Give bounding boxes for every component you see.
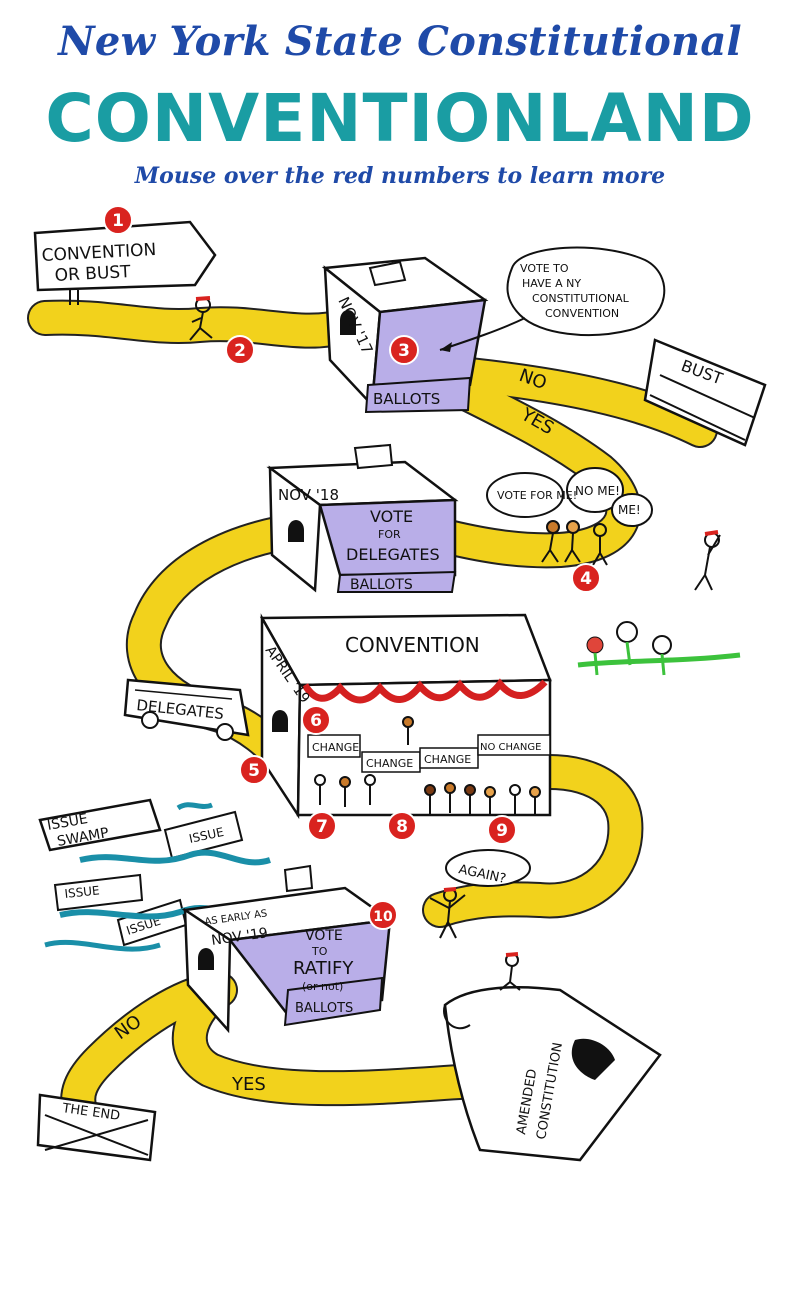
hotspot-circle xyxy=(389,335,419,365)
box3-line4: (or not) xyxy=(302,980,343,993)
hotspot-circle xyxy=(487,815,517,845)
issue-box-2: ISSUE xyxy=(64,883,100,901)
hotspot-number: 5 xyxy=(248,761,260,781)
box3-line2: TO xyxy=(311,945,328,958)
hotspot-6[interactable]: 6 xyxy=(301,705,331,735)
convention-title: CONVENTION xyxy=(345,633,480,657)
box2-line1: VOTE xyxy=(370,507,413,526)
start-sign: CONVENTION OR BUST xyxy=(33,220,217,305)
hotspot-2[interactable]: 2 xyxy=(225,335,255,365)
box3-label: BALLOTS xyxy=(295,1001,353,1016)
bubble-me: ME! xyxy=(618,503,641,517)
bubble-line1: VOTE TO xyxy=(520,262,569,275)
hotspot-layer: 1 2 3 4 5 6 7 8 9 10 xyxy=(103,205,601,930)
flowers xyxy=(577,621,741,676)
road-yes-label-2: YES xyxy=(231,1074,266,1095)
bubble-vote-for-me: VOTE FOR ME! xyxy=(497,489,577,502)
box2-label: BALLOTS xyxy=(350,577,413,593)
waving-person xyxy=(694,530,721,591)
the-end-gate: THE END xyxy=(36,1093,157,1162)
walker-figure xyxy=(189,296,213,341)
hotspot-7[interactable]: 7 xyxy=(307,811,337,841)
hotspot-4[interactable]: 4 xyxy=(571,563,601,593)
bubble-line3: CONSTITUTIONAL xyxy=(532,292,630,305)
vote-bubble: VOTE TO HAVE A NY CONSTITUTIONAL CONVENT… xyxy=(439,246,666,352)
hotspot-number: 4 xyxy=(580,569,592,589)
hotspot-circle xyxy=(307,811,337,841)
hotspot-circle xyxy=(387,811,417,841)
convention-crowd xyxy=(314,716,541,815)
hotspot-circle xyxy=(301,705,331,735)
convention-sign-3: CHANGE xyxy=(424,753,471,766)
hotspot-number: 10 xyxy=(373,909,393,925)
ballot-box-nov19: AS EARLY AS NOV '19 VOTE TO RATIFY (or n… xyxy=(181,864,394,1034)
bubble-line4: CONVENTION xyxy=(545,307,619,320)
box1-label: BALLOTS xyxy=(373,390,440,408)
hotspot-circle xyxy=(103,205,133,235)
candidate-bubbles: VOTE FOR ME! NO ME! ME! xyxy=(486,467,653,527)
instruction-text: Mouse over the red numbers to learn more xyxy=(134,163,666,189)
box3-date-line2: NOV '19 xyxy=(210,925,269,949)
box2-date: NOV '18 xyxy=(278,486,339,504)
convention-sign-1: CHANGE xyxy=(312,741,359,754)
hotspot-10[interactable]: 10 xyxy=(368,900,398,930)
hotspot-circle xyxy=(239,755,269,785)
hotspot-number: 9 xyxy=(496,821,508,841)
amended-constitution-scroll: AMENDED CONSTITUTION xyxy=(443,985,662,1162)
cheering-person xyxy=(429,887,466,939)
hotspot-9[interactable]: 9 xyxy=(487,815,517,845)
scroll-rider xyxy=(499,952,521,991)
again-bubble: AGAIN? xyxy=(445,849,531,887)
hotspot-number: 1 xyxy=(112,211,124,231)
box3-line1: VOTE xyxy=(305,928,343,944)
hotspot-number: 6 xyxy=(310,711,322,731)
page-title: CONVENTIONLAND xyxy=(45,80,755,157)
hotspot-circle xyxy=(368,900,398,930)
hotspot-number: 2 xyxy=(234,341,246,361)
start-sign-line2: OR BUST xyxy=(54,262,131,286)
delegates-bus: DELEGATES xyxy=(123,678,250,741)
hotspot-circle xyxy=(571,563,601,593)
hotspot-3[interactable]: 3 xyxy=(389,335,419,365)
box2-line3: DELEGATES xyxy=(346,545,440,564)
bubble-line2: HAVE A NY xyxy=(522,277,581,290)
hotspot-number: 7 xyxy=(316,817,328,837)
hotspot-5[interactable]: 5 xyxy=(239,755,269,785)
convention-sign-2: CHANGE xyxy=(366,757,413,770)
convention-signs: CHANGE CHANGE CHANGE NO CHANGE xyxy=(307,734,551,773)
hotspot-number: 8 xyxy=(396,817,408,837)
ballot-box-nov18: NOV '18 VOTE FOR DELEGATES BALLOTS xyxy=(266,443,459,593)
box2-line2: FOR xyxy=(378,528,401,541)
convention-hall: CONVENTION APRIL '19 CHANGE CHANGE CHANG… xyxy=(259,613,552,820)
hotspot-1[interactable]: 1 xyxy=(103,205,133,235)
candidates xyxy=(541,520,608,566)
box3-line3: RATIFY xyxy=(293,958,354,979)
hotspot-8[interactable]: 8 xyxy=(387,811,417,841)
convention-sign-4: NO CHANGE xyxy=(480,742,541,753)
hotspot-circle xyxy=(225,335,255,365)
bubble-no-me: NO ME! xyxy=(575,484,620,498)
super-title: New York State Constitutional xyxy=(58,18,742,65)
issue-swamp-line1: ISSUE xyxy=(46,811,89,834)
ballot-box-nov17: NOV '17 BALLOTS xyxy=(321,256,489,414)
hotspot-number: 3 xyxy=(398,341,410,361)
issue-swamp: ISSUE SWAMP ISSUE ISSUE ISSUE xyxy=(38,798,271,952)
